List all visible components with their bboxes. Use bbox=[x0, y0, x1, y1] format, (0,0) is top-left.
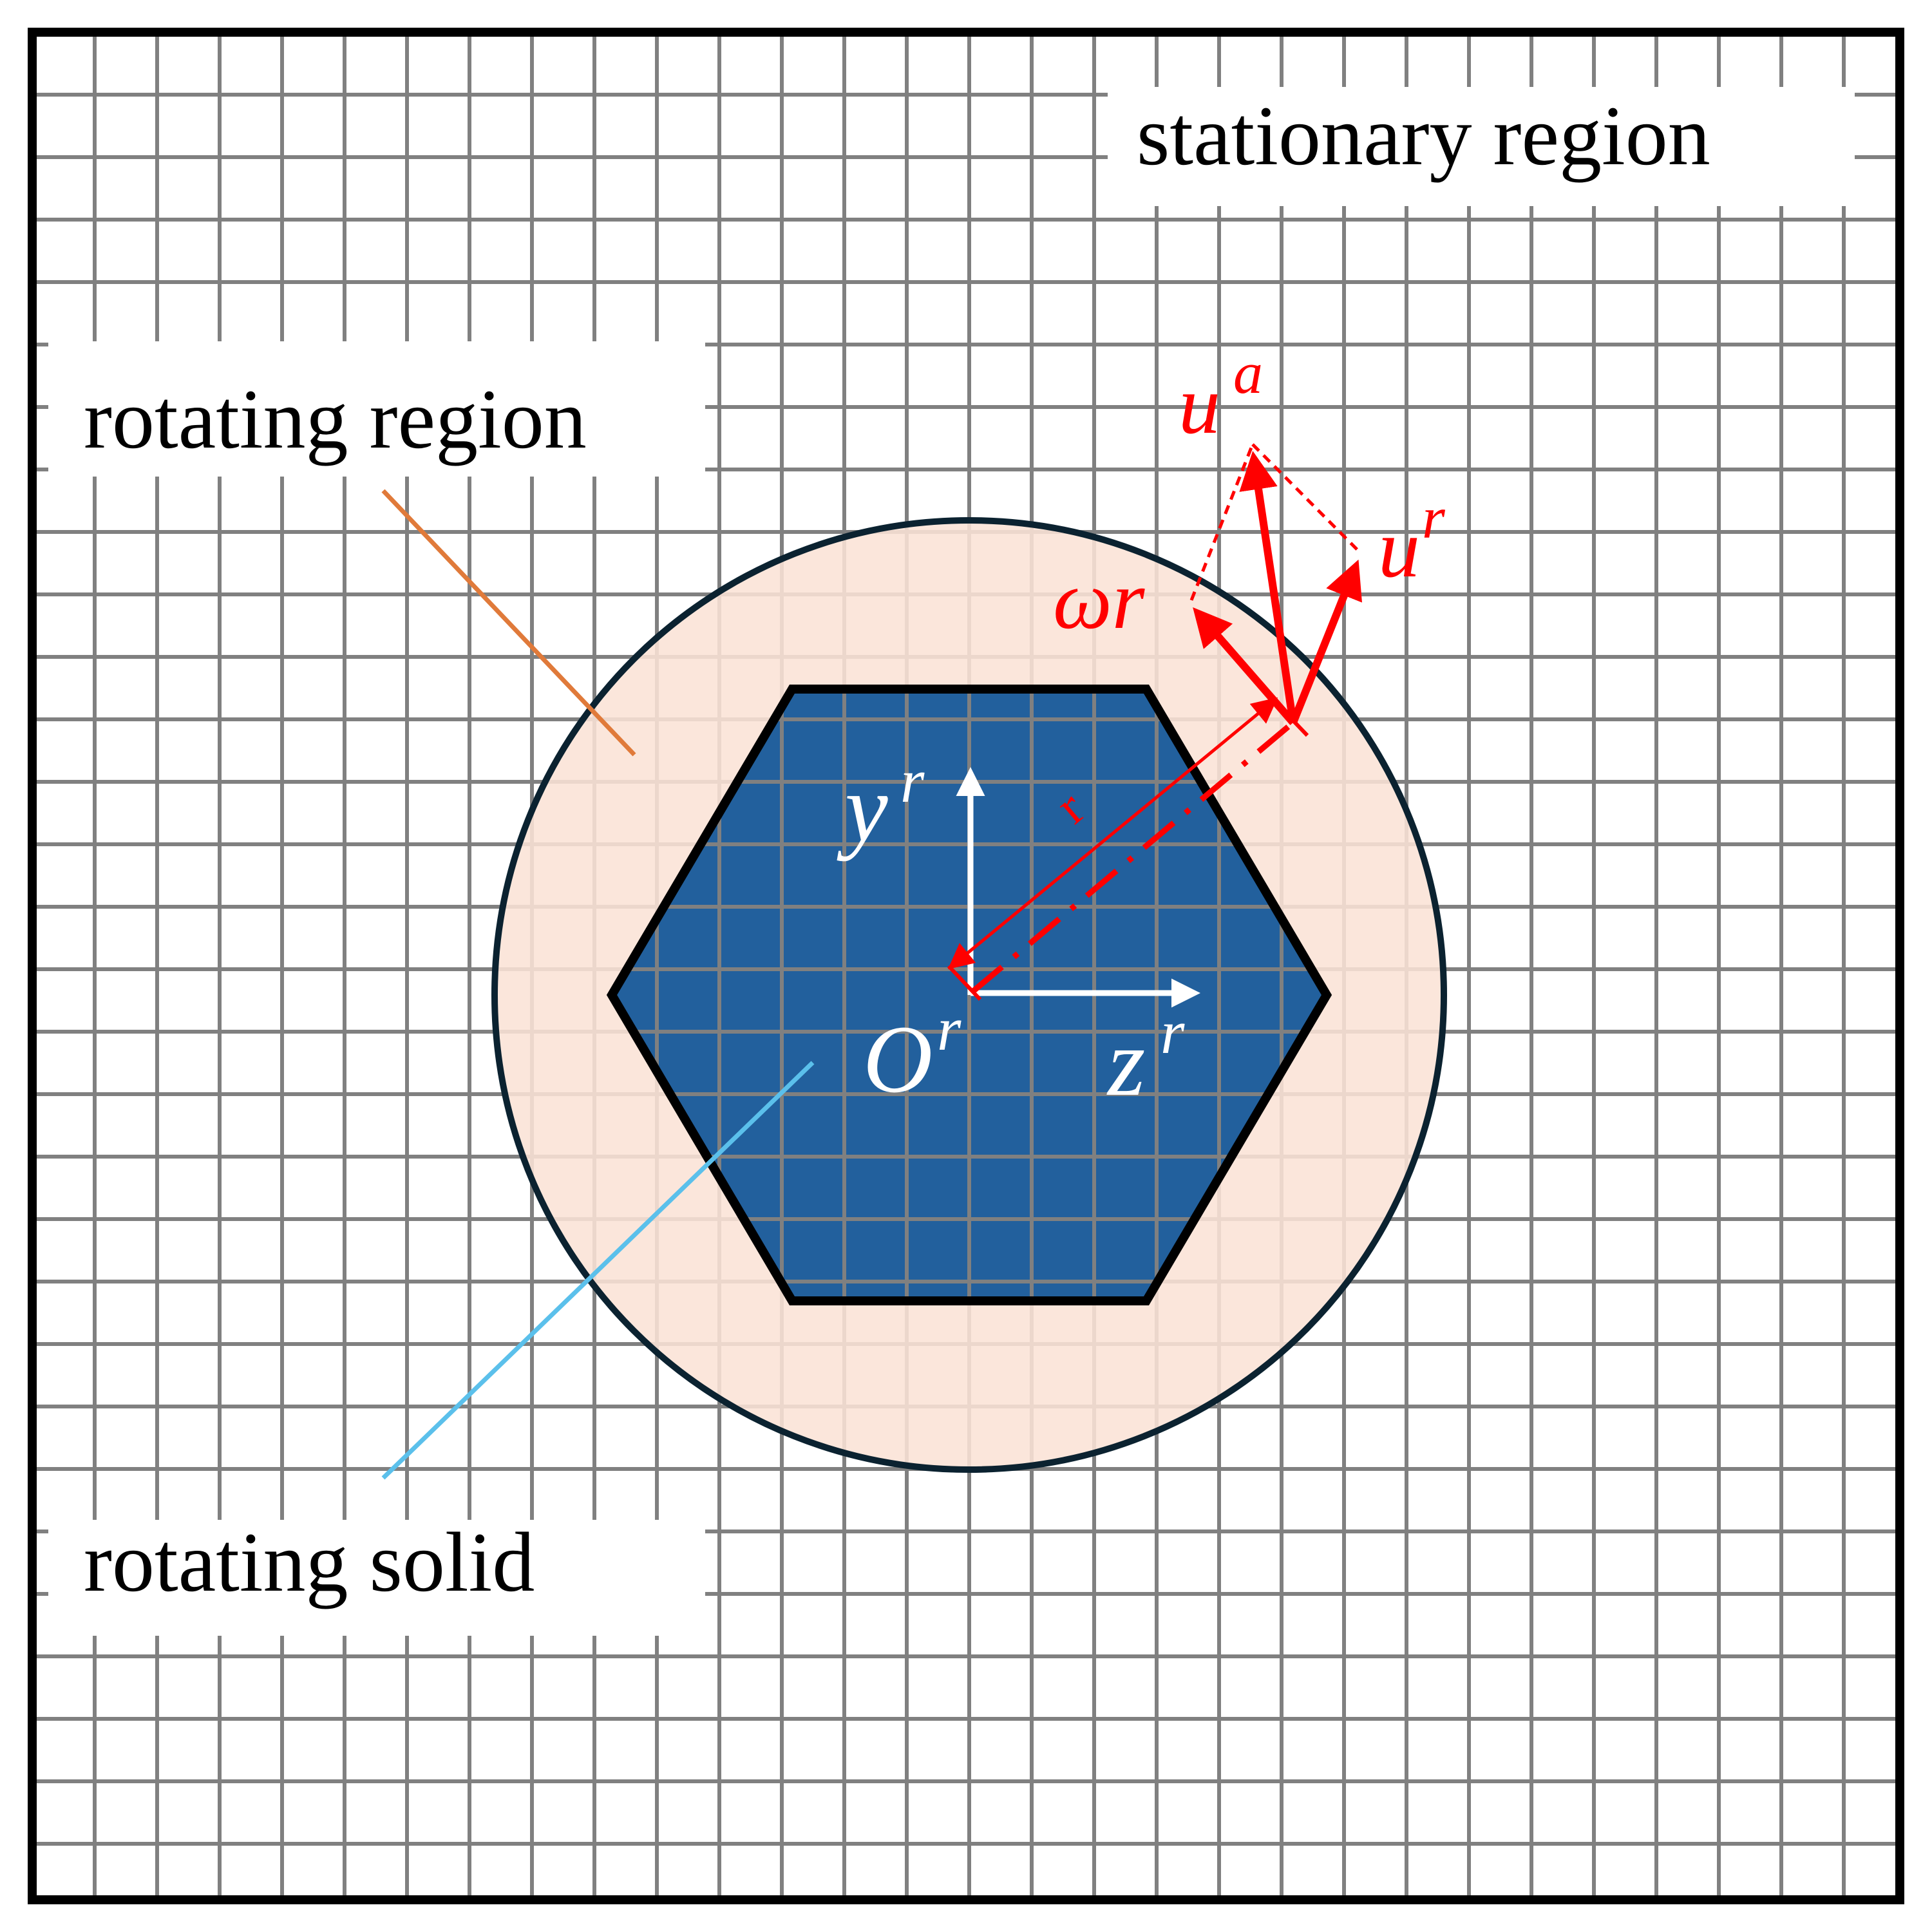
rotating-solid-outline bbox=[606, 685, 1332, 1305]
origin-superscript: r bbox=[937, 994, 961, 1063]
rotating-solid-label-bg bbox=[48, 1520, 705, 1636]
absolute-velocity-superscript: a bbox=[1233, 340, 1263, 406]
radius-dimension-arrow bbox=[947, 697, 1278, 970]
rotating-solid-leader bbox=[381, 1061, 815, 1480]
y-axis-label: y bbox=[837, 755, 888, 862]
absolute-velocity-vector bbox=[1239, 451, 1297, 723]
origin-label: O bbox=[863, 1006, 933, 1113]
relative-velocity-vector bbox=[1289, 559, 1362, 724]
domain-frame bbox=[28, 28, 1904, 1904]
velocity-vectors: r u a u r ωr bbox=[947, 340, 1446, 1001]
y-axis-superscript: r bbox=[900, 746, 925, 815]
rotational-velocity-label: ωr bbox=[1053, 554, 1145, 647]
stationary-region-label: stationary region bbox=[1137, 88, 1710, 183]
z-axis-label: z bbox=[1106, 1009, 1145, 1116]
rotating-solid-label: rotating solid bbox=[84, 1515, 535, 1609]
z-axis-superscript: r bbox=[1160, 998, 1185, 1066]
relative-velocity-label: u bbox=[1378, 502, 1420, 595]
absolute-velocity-label: u bbox=[1179, 359, 1220, 451]
rotating-region-leader bbox=[381, 489, 636, 757]
stationary-label-bg bbox=[1108, 87, 1855, 206]
rotating-region-border bbox=[491, 517, 1447, 1473]
rotating-region-label-bg bbox=[48, 341, 705, 477]
omega-r-vector bbox=[1193, 607, 1296, 725]
construction-dash-2 bbox=[1251, 443, 1361, 554]
rotating-region-label: rotating region bbox=[84, 372, 587, 466]
origin-end-tick bbox=[947, 964, 982, 1001]
relative-velocity-superscript: r bbox=[1422, 485, 1446, 551]
